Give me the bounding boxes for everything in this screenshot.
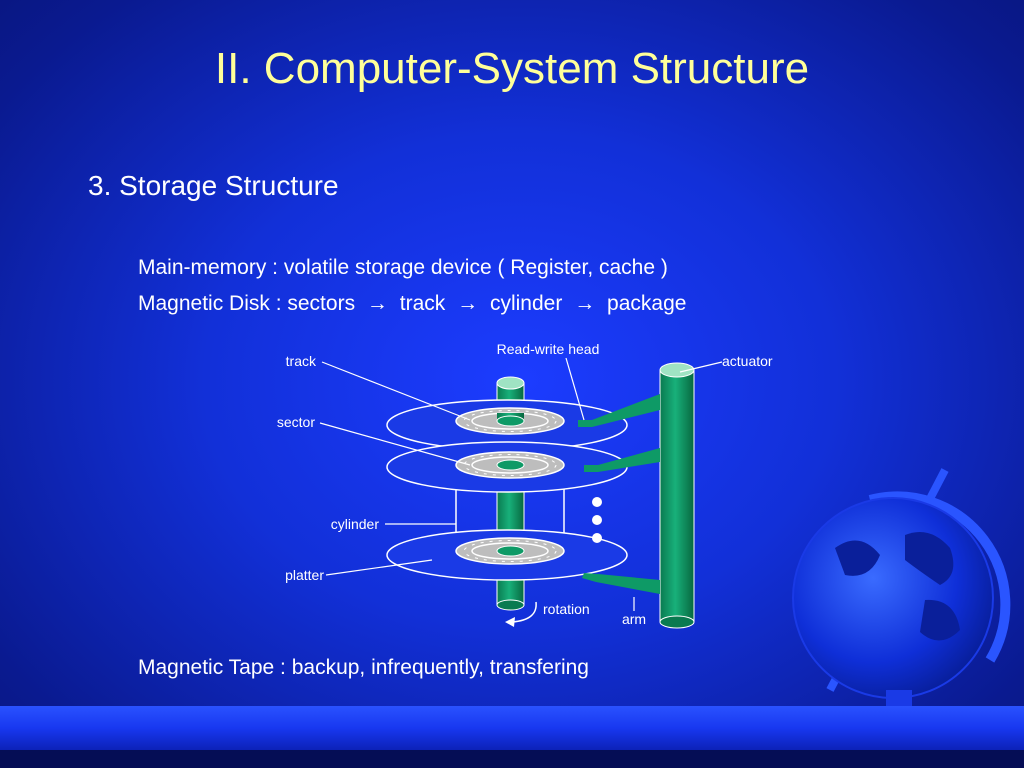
magnetic-disk-line: Magnetic Disk : sectors → track → cylind… (138, 292, 686, 316)
disk-cylinder-text: cylinder (489, 292, 563, 315)
right-arrow-icon: → (574, 292, 596, 315)
platter-1 (386, 399, 628, 451)
platter-label: platter (285, 567, 324, 583)
platter-3 (386, 529, 628, 581)
right-arrow-icon: → (457, 292, 479, 315)
globe-icon (792, 468, 1011, 723)
more-platters-dots (592, 497, 602, 543)
bottom-bar-shadow (0, 750, 1024, 768)
cylinder-label: cylinder (331, 516, 380, 532)
magnetic-tape-line: Magnetic Tape : backup, infrequently, tr… (138, 656, 589, 679)
bottom-bar (0, 706, 1024, 750)
disk-sectors-text: Magnetic Disk : sectors (138, 292, 356, 315)
main-memory-line: Main-memory : volatile storage device ( … (138, 256, 668, 279)
right-arrow-icon: → (366, 292, 388, 315)
rotation-label: rotation (543, 601, 590, 617)
rotation-arrow-icon (505, 601, 537, 627)
read-write-head-label: Read-write head (497, 341, 600, 357)
leader-lines (319, 357, 723, 611)
arms (578, 394, 660, 594)
disk-package-text: package (607, 292, 687, 315)
disk-track-text: track (399, 292, 446, 315)
actuator-label: actuator (722, 353, 773, 369)
section-heading: 3. Storage Structure (88, 170, 339, 201)
track-label: track (286, 353, 317, 369)
sector-label: sector (277, 414, 315, 430)
actuator (659, 362, 695, 629)
arm-label: arm (622, 611, 646, 627)
slide-title: II. Computer-System Structure (214, 44, 810, 93)
